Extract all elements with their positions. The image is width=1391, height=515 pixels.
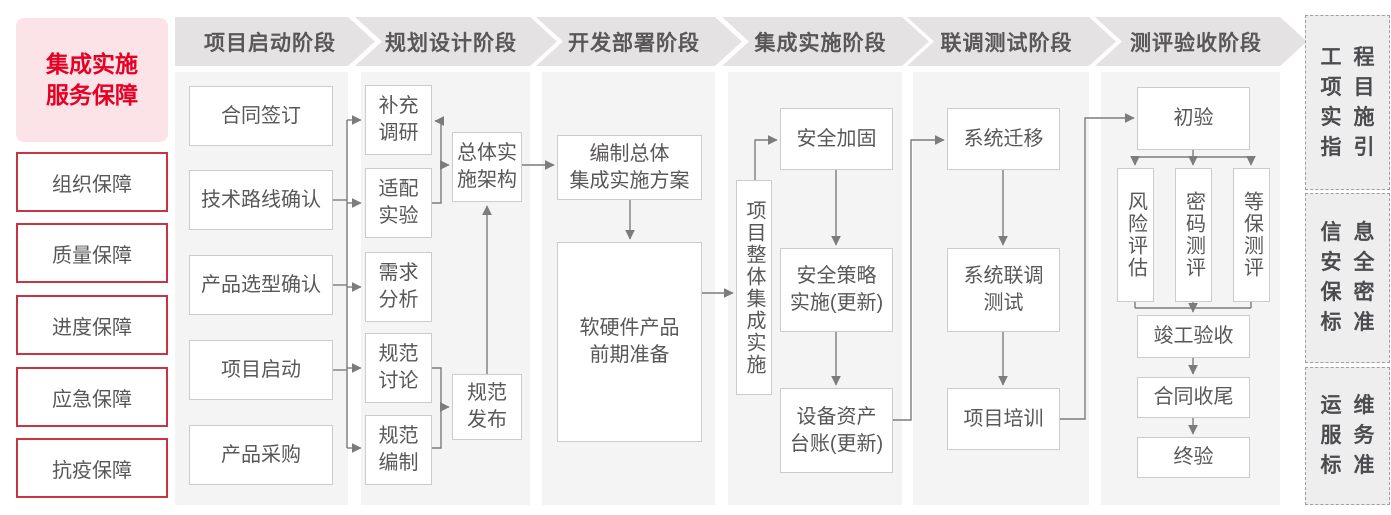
sidebar-item-schedule: 进度保障	[16, 295, 168, 355]
phase-header-integration-implementation: 集成实施阶段	[722, 17, 929, 66]
box-contract-closure: 合同收尾	[1137, 377, 1250, 418]
box-crypto-evaluation: 密码测评	[1175, 168, 1212, 302]
box-supplementary-research: 补充 调研	[365, 85, 432, 155]
ref-panel-line: 标准	[1320, 454, 1387, 477]
ref-panel-line: 标准	[1320, 311, 1387, 334]
box-adaptation-test: 适配 实验	[365, 168, 432, 238]
box-preliminary-acceptance: 初验	[1137, 87, 1250, 150]
ref-panel-line: 工程	[1320, 45, 1387, 69]
box-completion-acceptance: 竣工验收	[1137, 315, 1250, 358]
ref-panel-line: 保密	[1320, 281, 1387, 304]
sidebar-item-emergency: 应急保障	[16, 367, 168, 427]
box-system-migration: 系统迁移	[947, 108, 1060, 170]
ref-panel-line: 项目	[1320, 75, 1387, 99]
phase-header-label: 项目启动阶段	[204, 31, 336, 55]
ref-panel-line: 实施	[1320, 105, 1387, 129]
phase-header-project-kickoff: 项目启动阶段	[175, 17, 375, 66]
phase-header-label: 集成实施阶段	[754, 31, 887, 55]
box-project-training: 项目培训	[947, 388, 1060, 450]
box-asset-ledger-update: 设备资产 台账(更新)	[780, 388, 893, 473]
ref-panel-infosec-confidentiality-standard: 信息 安全 保密 标准	[1305, 193, 1390, 363]
box-requirements-analysis: 需求 分析	[365, 252, 432, 322]
ref-panel-line: 安全	[1320, 251, 1387, 274]
ref-panel-line: 运维	[1320, 394, 1387, 417]
ref-panel-line: 指引	[1320, 135, 1387, 159]
box-classified-protection-evaluation: 等保测评	[1233, 168, 1270, 302]
box-product-procurement: 产品采购	[189, 425, 333, 485]
phase-header-evaluation-acceptance: 测评验收阶段	[1095, 17, 1307, 66]
phase-header-label: 测评验收阶段	[1130, 31, 1262, 55]
box-compile-overall-plan: 编制总体 集成实施方案	[557, 135, 702, 200]
phase-header-dev-deployment: 开发部署阶段	[536, 17, 742, 66]
ref-panel-line: 信息	[1320, 221, 1387, 244]
box-system-joint-debugging-test: 系统联调 测试	[947, 248, 1060, 332]
ref-panel-ops-service-standard: 运维 服务 标准	[1305, 367, 1390, 505]
box-product-selection-confirm: 产品选型确认	[189, 255, 333, 315]
phase-header-label: 规划设计阶段	[385, 31, 517, 55]
box-hw-sw-preparation: 软硬件产品 前期准备	[557, 242, 702, 442]
phase-header-planning-design: 规划设计阶段	[355, 17, 557, 66]
sidebar-item-epidemic: 抗疫保障	[16, 438, 168, 498]
sidebar-item-organization: 组织保障	[16, 152, 168, 212]
box-contract-signing: 合同签订	[189, 86, 333, 146]
box-spec-discussion: 规范 讨论	[365, 333, 432, 403]
phase-header-joint-debugging-test: 联调测试阶段	[907, 17, 1116, 66]
phase-header-label: 联调测试阶段	[940, 31, 1073, 55]
box-spec-release: 规范 发布	[452, 374, 522, 440]
box-spec-drafting: 规范 编制	[365, 415, 432, 485]
sidebar-title: 集成实施 服务保障	[16, 18, 168, 142]
box-overall-implementation-architecture: 总体实 施架构	[452, 132, 522, 202]
box-security-hardening: 安全加固	[780, 108, 893, 170]
box-project-kickoff: 项目启动	[189, 340, 333, 400]
box-security-policy-implementation: 安全策略 实施(更新)	[780, 248, 893, 332]
ref-panel-project-implementation-guide: 工程 项目 实施 指引	[1305, 15, 1390, 190]
box-tech-route-confirm: 技术路线确认	[189, 170, 333, 230]
ref-panel-line: 服务	[1320, 424, 1387, 447]
box-risk-assessment: 风险评估	[1117, 168, 1154, 302]
box-overall-integration-implementation: 项目整体集成实施	[736, 180, 772, 395]
phase-header-label: 开发部署阶段	[568, 31, 700, 55]
sidebar-item-quality: 质量保障	[16, 223, 168, 283]
box-final-acceptance: 终验	[1137, 437, 1250, 478]
